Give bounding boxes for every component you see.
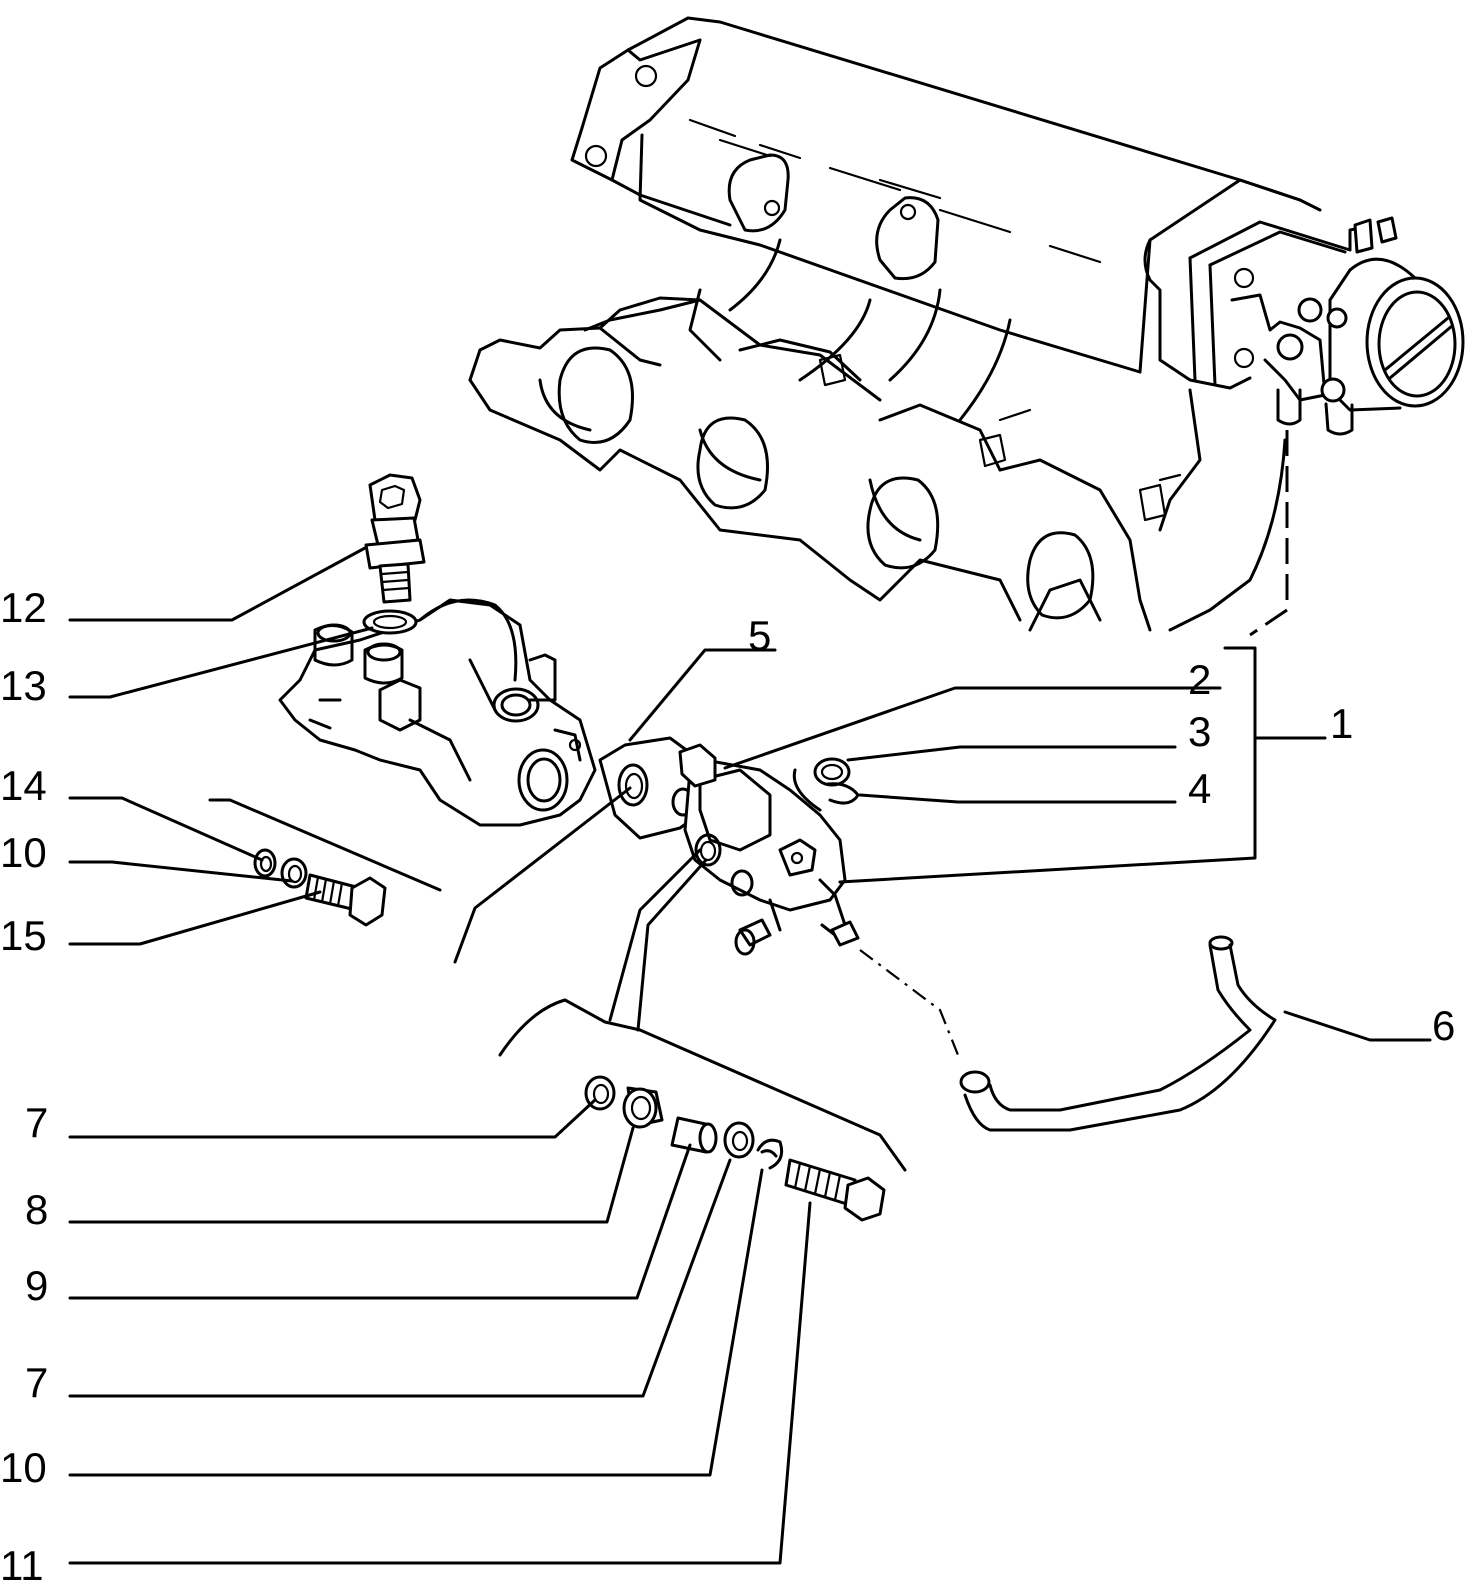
callout-1: 1 [1330, 700, 1353, 747]
callout-11: 11 [0, 1542, 44, 1585]
thermostat-housing [278, 598, 597, 827]
dashed-axis [1249, 430, 1289, 637]
lock-washer-10 [280, 857, 308, 889]
callout-12: 12 [0, 584, 47, 631]
washer-7b [723, 1121, 755, 1159]
leader-lines [68, 546, 1432, 1565]
callout-7-upper: 7 [25, 1099, 48, 1146]
lower-bracket-line [498, 998, 907, 1172]
temperature-sensor [364, 473, 426, 604]
lock-washer-10b [756, 1138, 784, 1170]
callout-8: 8 [25, 1186, 48, 1233]
callout-10-lower: 10 [0, 1444, 47, 1491]
idle-actuator [678, 743, 860, 956]
coolant-hose [959, 935, 1277, 1132]
callout-4: 4 [1188, 765, 1211, 812]
callout-9: 9 [25, 1262, 48, 1309]
callout-6: 6 [1432, 1002, 1455, 1049]
intake-manifold [468, 16, 1465, 632]
callouts: 12 13 14 10 15 5 2 3 4 1 6 7 8 9 7 10 11 [0, 584, 1455, 1585]
bolt-15 [304, 873, 387, 927]
sensor-washer [362, 609, 418, 635]
o-ring-3 [813, 757, 851, 787]
callout-5: 5 [748, 612, 771, 659]
washer-14 [253, 848, 277, 878]
spacer-9 [670, 1116, 718, 1154]
callout-7-lower: 7 [25, 1359, 48, 1406]
o-ring-4 [826, 782, 860, 805]
bushing-8 [622, 1086, 664, 1129]
actuator-context-line [792, 768, 822, 812]
callout-15: 15 [0, 912, 47, 959]
callout-13: 13 [0, 662, 47, 709]
callout-3: 3 [1188, 708, 1211, 755]
callout-10-upper: 10 [0, 829, 47, 876]
callout-14: 14 [0, 762, 47, 809]
callout-2: 2 [1188, 656, 1211, 703]
hose-axis [859, 949, 962, 1061]
bolt-axis-left [208, 798, 442, 892]
bolt-11 [784, 1158, 886, 1222]
